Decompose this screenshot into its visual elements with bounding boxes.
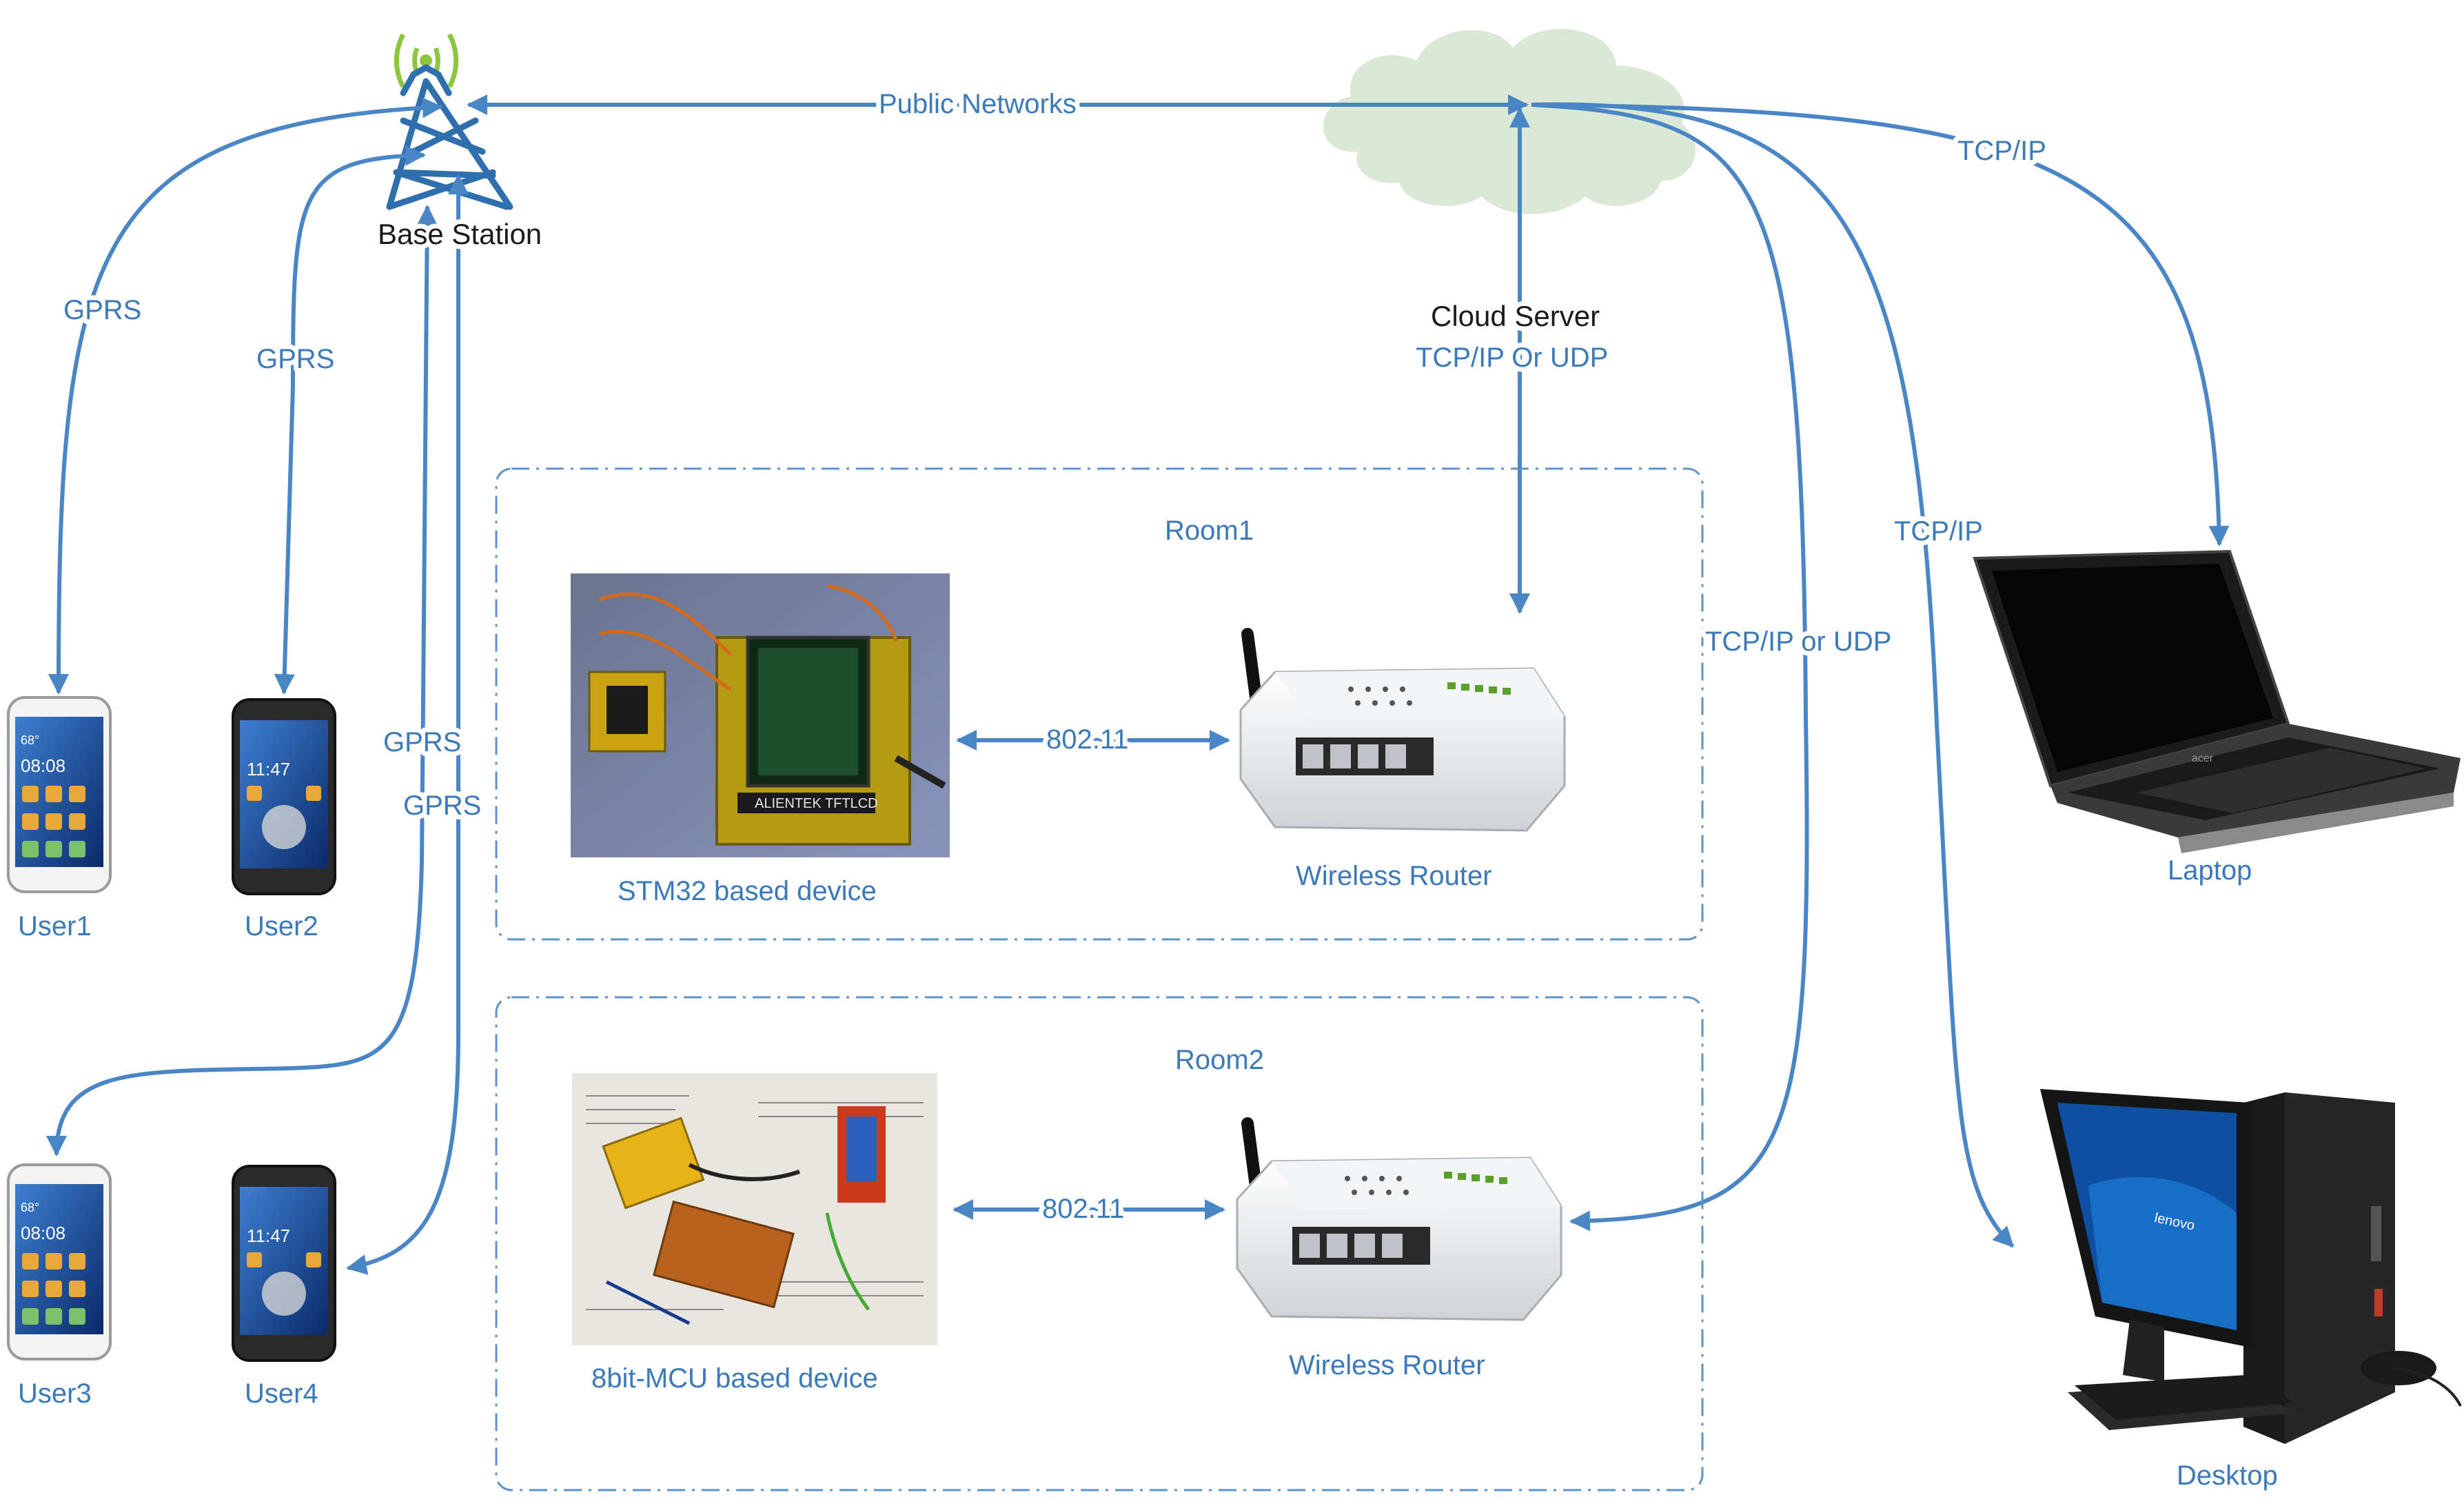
room2-wifi-label: 802.11 bbox=[1042, 1194, 1124, 1224]
wireless-router-room2-icon bbox=[1236, 1117, 1562, 1321]
phone-user1-icon: 08:08 68° bbox=[7, 696, 112, 893]
room1-wifi-label: 802.11 bbox=[1046, 724, 1128, 755]
room1-box bbox=[495, 467, 1704, 941]
link-cloud-desktop bbox=[1531, 102, 2015, 1248]
cloud-server-label: Cloud Server bbox=[1431, 300, 1600, 332]
room1-device-label: STM32 based device bbox=[618, 876, 877, 906]
cloud-protocol-label: TCP/IP Or UDP bbox=[1416, 343, 1608, 373]
user4-label: User4 bbox=[245, 1378, 318, 1409]
link-cloud-room2 bbox=[1531, 103, 1809, 1232]
room2-router-label: Wireless Router bbox=[1289, 1350, 1485, 1380]
board-silkscreen: ALIENTEK TFTLCD bbox=[755, 796, 878, 811]
laptop-label: Laptop bbox=[2168, 855, 2252, 886]
tcpip-udp-room2-label: TCP/IP or UDP bbox=[1705, 626, 1891, 657]
stm32-device-photo: ALIENTEK TFTLCD bbox=[571, 573, 950, 857]
base-station-label: Base Station bbox=[378, 218, 542, 250]
link-cloud-laptop bbox=[1531, 103, 2230, 547]
room1-router-label: Wireless Router bbox=[1296, 861, 1492, 891]
phone-user2-icon: 11:47 bbox=[232, 698, 336, 895]
phone-user3-icon: 08:08 68° bbox=[7, 1163, 112, 1361]
tcpip-laptop-label: TCP/IP bbox=[1957, 136, 2046, 166]
user2-label: User2 bbox=[245, 911, 318, 941]
phone-user1-temp: 68° bbox=[21, 733, 39, 747]
connection-lines bbox=[46, 94, 2230, 1275]
mcu-device-photo bbox=[572, 1073, 937, 1345]
phone-user4-icon: 11:47 bbox=[232, 1165, 336, 1362]
link-gprs-user3 bbox=[46, 205, 438, 1157]
base-station-tower-icon bbox=[386, 33, 513, 210]
laptop-icon: acer bbox=[1973, 549, 2461, 853]
phone-user4-clock: 11:47 bbox=[247, 1225, 290, 1246]
link-gprs-user4 bbox=[346, 174, 469, 1275]
gprs-user3-label: GPRS bbox=[383, 727, 461, 757]
room2-box bbox=[495, 996, 1704, 1491]
user3-label: User3 bbox=[18, 1378, 92, 1409]
tcpip-desktop-label: TCP/IP bbox=[1894, 516, 1983, 547]
phone-user3-temp: 68° bbox=[21, 1201, 39, 1214]
wireless-router-room1-icon bbox=[1239, 628, 1566, 832]
public-networks-label: Public Networks bbox=[879, 89, 1077, 119]
room2-device-label: 8bit-MCU based device bbox=[591, 1363, 878, 1394]
cloud-server-icon bbox=[1323, 29, 1696, 214]
link-gprs-user1 bbox=[48, 97, 443, 695]
phone-user1-clock: 08:08 bbox=[21, 755, 65, 776]
phone-user2-clock: 11:47 bbox=[247, 759, 290, 780]
gprs-user2-label: GPRS bbox=[256, 344, 334, 374]
desktop-label: Desktop bbox=[2177, 1460, 2278, 1491]
gprs-user1-label: GPRS bbox=[63, 295, 141, 325]
laptop-brand: acer bbox=[2192, 753, 2214, 764]
phone-user3-clock: 08:08 bbox=[21, 1223, 65, 1243]
desktop-computer-icon: lenovo bbox=[2040, 1089, 2462, 1444]
room2-title: Room2 bbox=[1175, 1045, 1264, 1075]
room1-title: Room1 bbox=[1165, 516, 1254, 546]
user1-label: User1 bbox=[18, 911, 92, 941]
gprs-user4-label: GPRS bbox=[403, 791, 481, 821]
